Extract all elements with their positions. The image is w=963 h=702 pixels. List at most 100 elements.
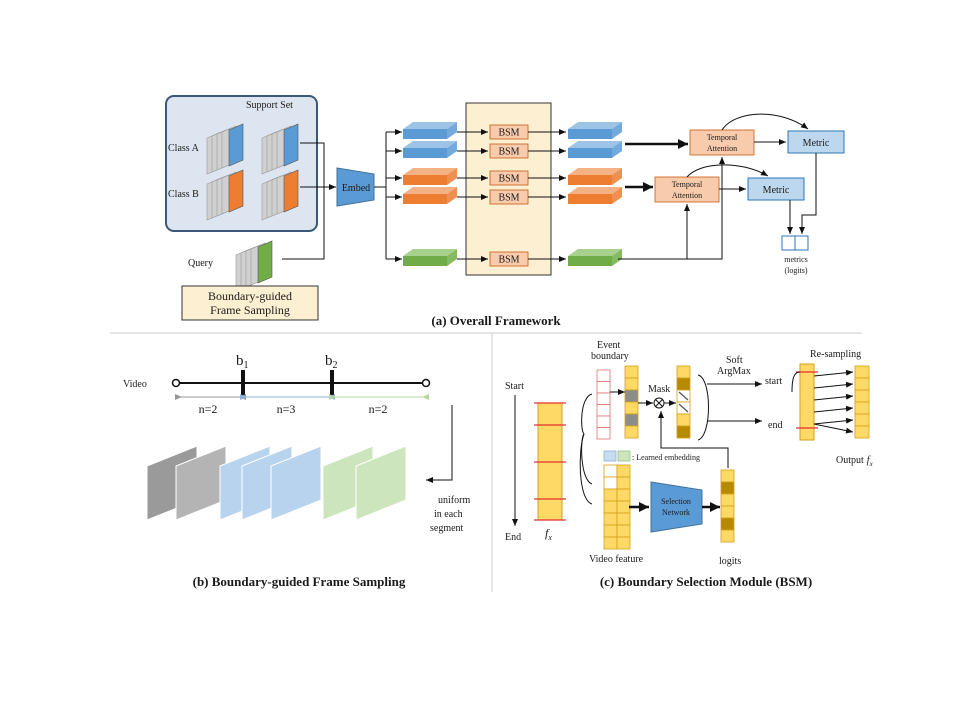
class-a-stack-2-key-frame — [283, 123, 299, 167]
mask-hatch-3 — [678, 391, 689, 401]
class-b-stack-2 — [261, 169, 299, 221]
masked-cell-5 — [676, 413, 691, 427]
video-feature-right-cell-2 — [616, 476, 631, 490]
output-feature-5-top — [568, 249, 622, 256]
event-boundary-cell-1 — [596, 369, 611, 382]
event-boundary-cell-3 — [596, 392, 611, 405]
class-a-label: Class A — [168, 143, 200, 154]
output-cell-6 — [854, 425, 870, 439]
output-feature-4 — [568, 187, 622, 204]
metrics-logit-cell-2 — [794, 235, 809, 251]
candidate-cell-1 — [624, 365, 639, 379]
video-feature-right-cell-7 — [616, 536, 631, 550]
video-feature-left-cell-7 — [603, 536, 618, 550]
output-feature-3-side — [612, 168, 622, 185]
bsm-box-label-4: BSM — [498, 193, 519, 204]
metrics-label-line-2: (logits) — [784, 266, 807, 275]
support-set-box — [165, 95, 318, 232]
resample-input-column — [799, 363, 815, 441]
output-feature-3 — [568, 168, 622, 185]
start-label: Start — [505, 381, 524, 392]
temporal-attention-1-line-2: Attention — [707, 144, 737, 153]
mask-op-cross-2 — [655, 399, 663, 407]
query-stack — [235, 240, 273, 292]
class-a-stack-2 — [261, 123, 299, 175]
resample-arrow-4 — [813, 405, 854, 413]
boundary-b1-label: b1 — [236, 353, 249, 371]
output-cell-4 — [854, 401, 870, 415]
segment-1-count: n=2 — [199, 402, 218, 416]
input-feature-1-side — [447, 122, 457, 139]
input-feature-3-side — [447, 168, 457, 185]
input-feature-2-side — [447, 141, 457, 158]
output-feature-1 — [568, 122, 622, 139]
caption-a: (a) Overall Framework — [431, 313, 561, 328]
uniform-sampling-arrow — [426, 405, 453, 483]
resampling-label: Re-sampling — [810, 349, 861, 360]
caption-c: (c) Boundary Selection Module (BSM) — [600, 574, 812, 589]
input-feature-3-top — [403, 168, 457, 175]
resample-arrow-5 — [813, 417, 854, 425]
output-feature-1-side — [612, 122, 622, 139]
output-feature-4-top — [568, 187, 622, 194]
video-feature-right-cell-1 — [616, 464, 631, 478]
input-feature-5 — [403, 249, 457, 266]
output-feature-5-side — [612, 249, 622, 266]
video-feature-left-cell-3 — [603, 488, 618, 502]
attention-connectors — [618, 113, 817, 260]
metric-box-2 — [747, 177, 805, 201]
event-boundary-line-1: Event — [597, 340, 621, 351]
candidate-cell-2 — [624, 377, 639, 391]
sampling-box-line-2: Frame Sampling — [210, 303, 290, 317]
input-feature-4-top — [403, 187, 457, 194]
panel-c-bsm: Start End fx Event boundary Mask Soft Ar… — [505, 340, 874, 589]
fx-label: fx — [545, 526, 552, 542]
masked-cell-1 — [676, 365, 691, 379]
output-cell-1 — [854, 365, 870, 379]
class-b-label: Class B — [168, 189, 199, 200]
class-b-stack-1 — [206, 169, 244, 221]
logits-cell-5 — [720, 517, 735, 531]
masked-cell-2 — [676, 377, 691, 391]
metric-box-1-label: Metric — [803, 138, 830, 149]
temporal-attention-2-line-1: Temporal — [672, 180, 703, 189]
output-feature-2-side — [612, 141, 622, 158]
video-feature-left-cell-6 — [603, 524, 618, 538]
output-feature-2 — [568, 141, 622, 158]
video-feature-left-cell-2 — [603, 476, 618, 490]
panel-b-frame-sampling: Video b1 b2 n=2 n=3 n=2 uniform in each … — [123, 353, 470, 589]
logits-cell-2 — [720, 481, 735, 495]
candidate-cell-4 — [624, 401, 639, 415]
sampling-box — [181, 285, 319, 321]
resample-arrow-2 — [813, 381, 854, 389]
output-feature-3-top — [568, 168, 622, 175]
logits-cell-3 — [720, 493, 735, 507]
query-label: Query — [188, 258, 213, 269]
class-b-stack-2-key-frame — [283, 169, 299, 213]
video-feature-right-cell-5 — [616, 512, 631, 526]
metrics-label-line-1: metrics — [784, 255, 808, 264]
output-feature-4-side — [612, 187, 622, 204]
candidate-cell-5 — [624, 413, 639, 427]
timeline-start-dot — [171, 378, 181, 388]
learned-embedding-swatch-1 — [603, 450, 617, 462]
resample-arrow-1 — [813, 369, 854, 377]
logits-cell-1 — [720, 469, 735, 483]
class-b-stack-1-key-frame — [228, 169, 244, 213]
logits-cell-4 — [720, 505, 735, 519]
event-boundary-cell-4 — [596, 404, 611, 417]
output-cell-2 — [854, 377, 870, 391]
support-set-label: Support Set — [246, 100, 293, 111]
video-feature-label: Video feature — [589, 554, 644, 565]
sampled-frame-7 — [355, 445, 407, 521]
output-cell-3 — [854, 389, 870, 403]
output-feature-2-front — [568, 148, 612, 158]
input-feature-5-side — [447, 249, 457, 266]
input-feature-5-front — [403, 256, 447, 266]
selection-network-line-2: Network — [662, 508, 690, 517]
video-feature-left-cell-4 — [603, 500, 618, 514]
output-start-label: start — [765, 376, 782, 387]
input-feature-2-top — [403, 141, 457, 148]
